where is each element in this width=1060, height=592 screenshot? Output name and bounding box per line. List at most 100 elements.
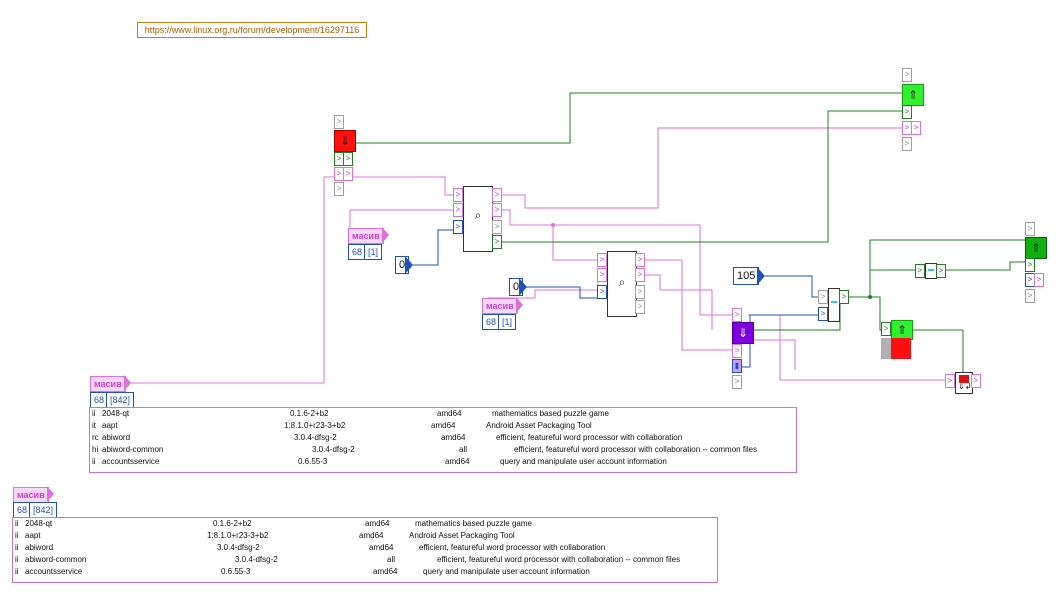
array-value: [1] (498, 314, 517, 330)
search-icon: ⌕ (474, 208, 482, 222)
cell-status: ii (15, 567, 19, 576)
cell-status: ii (92, 409, 96, 418)
cell-status: ii (92, 457, 96, 466)
array-tag[interactable]: масив (13, 487, 49, 503)
port-in[interactable]: > (945, 374, 955, 388)
arrow-icon (519, 278, 527, 296)
array-tag[interactable]: масив (90, 376, 126, 392)
port-out[interactable]: > (635, 285, 645, 299)
port-in[interactable]: > (334, 115, 344, 129)
red-selector-node[interactable]: ⇓ (334, 130, 356, 152)
port-in[interactable]: > (597, 268, 607, 282)
array-value: [1] (364, 244, 383, 260)
cell-arch: amd64 (359, 531, 384, 540)
port-out[interactable]: > (635, 268, 645, 282)
search-block-2[interactable]: ⌕ (607, 251, 637, 317)
package-table-upper: ii 2048-qt 0.1.6-2+b2 amd64 mathematics base… (89, 407, 797, 473)
port-in[interactable]: > (334, 182, 344, 196)
cell-desc: mathematics based puzzle game (415, 519, 532, 528)
green-dark-node[interactable]: ⇑ (1025, 237, 1047, 259)
wire-pink (492, 209, 598, 261)
condition-node[interactable]: ⇑ (891, 320, 913, 340)
merge-icon: ⇓ (737, 326, 749, 340)
port-out[interactable]: > (1034, 273, 1044, 287)
purple-selector-node[interactable]: ⇓ (732, 322, 754, 344)
cell-name: aapt (102, 421, 118, 430)
port-out[interactable]: > (492, 188, 502, 202)
port-in[interactable]: > (453, 203, 463, 217)
cell-version: 1:8.1.0+r23-3+b2 (284, 421, 346, 430)
cell-desc: Android Asset Packaging Tool (486, 421, 592, 430)
port-out[interactable]: > (936, 264, 946, 278)
arrow-icon (382, 227, 389, 243)
cell-name: 2048-qt (102, 409, 130, 418)
port-in[interactable]: > (1025, 222, 1035, 236)
cell-status: it (92, 421, 96, 430)
wire-pink (553, 224, 733, 316)
port-out[interactable]: > (492, 220, 502, 234)
port-out[interactable]: > (911, 121, 921, 135)
port-in[interactable]: > (902, 68, 912, 82)
port-in[interactable]: > (915, 264, 925, 278)
port-in[interactable]: > (881, 322, 891, 336)
merge-icon: ⇓ (339, 134, 351, 148)
port-in[interactable]: > (597, 253, 607, 267)
port-in[interactable]: > (732, 308, 742, 322)
cell-status: ii (15, 555, 19, 564)
wire-green (869, 269, 915, 280)
port-in[interactable]: > (1025, 258, 1035, 272)
cell-desc: efficient, featureful word processor wit… (496, 433, 683, 442)
cell-name: abiword (102, 433, 131, 442)
green-selector-node[interactable]: ⇑ (902, 84, 924, 106)
port-in[interactable]: > (902, 137, 912, 151)
port-out[interactable]: > (492, 235, 502, 249)
cell-desc: mathematics based puzzle game (492, 409, 609, 418)
wire-green (748, 239, 1025, 331)
port-in[interactable]: > (732, 375, 742, 389)
port-in[interactable]: > (902, 105, 912, 119)
port-in[interactable]: > (732, 344, 742, 358)
port-in[interactable]: > (453, 188, 463, 202)
port-out[interactable]: > (343, 167, 353, 181)
cell-name: abiword-common (102, 445, 164, 454)
const-input[interactable]: 105 (733, 267, 760, 285)
cell-desc: efficient, featureful word processor wit… (419, 543, 606, 552)
array-value: [842] (106, 392, 135, 408)
cell-arch: amd64 (445, 457, 470, 466)
cell-name: 2048-qt (25, 519, 53, 528)
port-in[interactable]: > (818, 307, 828, 321)
port-out[interactable]: > (492, 203, 502, 217)
port-out[interactable]: > (971, 374, 981, 388)
search-icon: ⌕ (618, 275, 626, 289)
cell-version: 0.1.6-2+b2 (290, 409, 329, 418)
branch-icon: ⇑ (896, 323, 908, 337)
branch-icon: ⇑ (907, 88, 919, 102)
arrow-icon (405, 256, 413, 274)
port-in[interactable]: > (1025, 289, 1035, 303)
cell-arch: all (387, 555, 396, 564)
search-block-1[interactable]: ⌕ (463, 186, 493, 252)
port-out[interactable]: > (343, 152, 353, 166)
port-in[interactable]: > (597, 285, 607, 299)
wire-green (350, 92, 903, 144)
compare-node[interactable] (828, 288, 840, 322)
array-tag[interactable]: масив (348, 228, 384, 244)
source-url-label[interactable]: https://www.linux.org.ru/forum/developme… (137, 22, 367, 38)
port-in[interactable]: ▮ (732, 359, 742, 373)
cell-desc: efficient, featureful word processor wit… (437, 555, 681, 564)
cell-status: ii (15, 519, 19, 528)
minus-icon (928, 269, 934, 271)
cell-name: accountsservice (102, 457, 160, 466)
port-out[interactable]: > (839, 290, 849, 304)
array-tag[interactable]: масив (482, 298, 518, 314)
port-out[interactable]: > (635, 300, 645, 314)
cell-arch: amd64 (365, 519, 390, 528)
cell-version: 3.0.4-dfsg-2 (312, 445, 355, 454)
port-in[interactable]: > (453, 220, 463, 234)
port-out[interactable]: > (635, 253, 645, 267)
port-in[interactable]: > (818, 290, 828, 304)
